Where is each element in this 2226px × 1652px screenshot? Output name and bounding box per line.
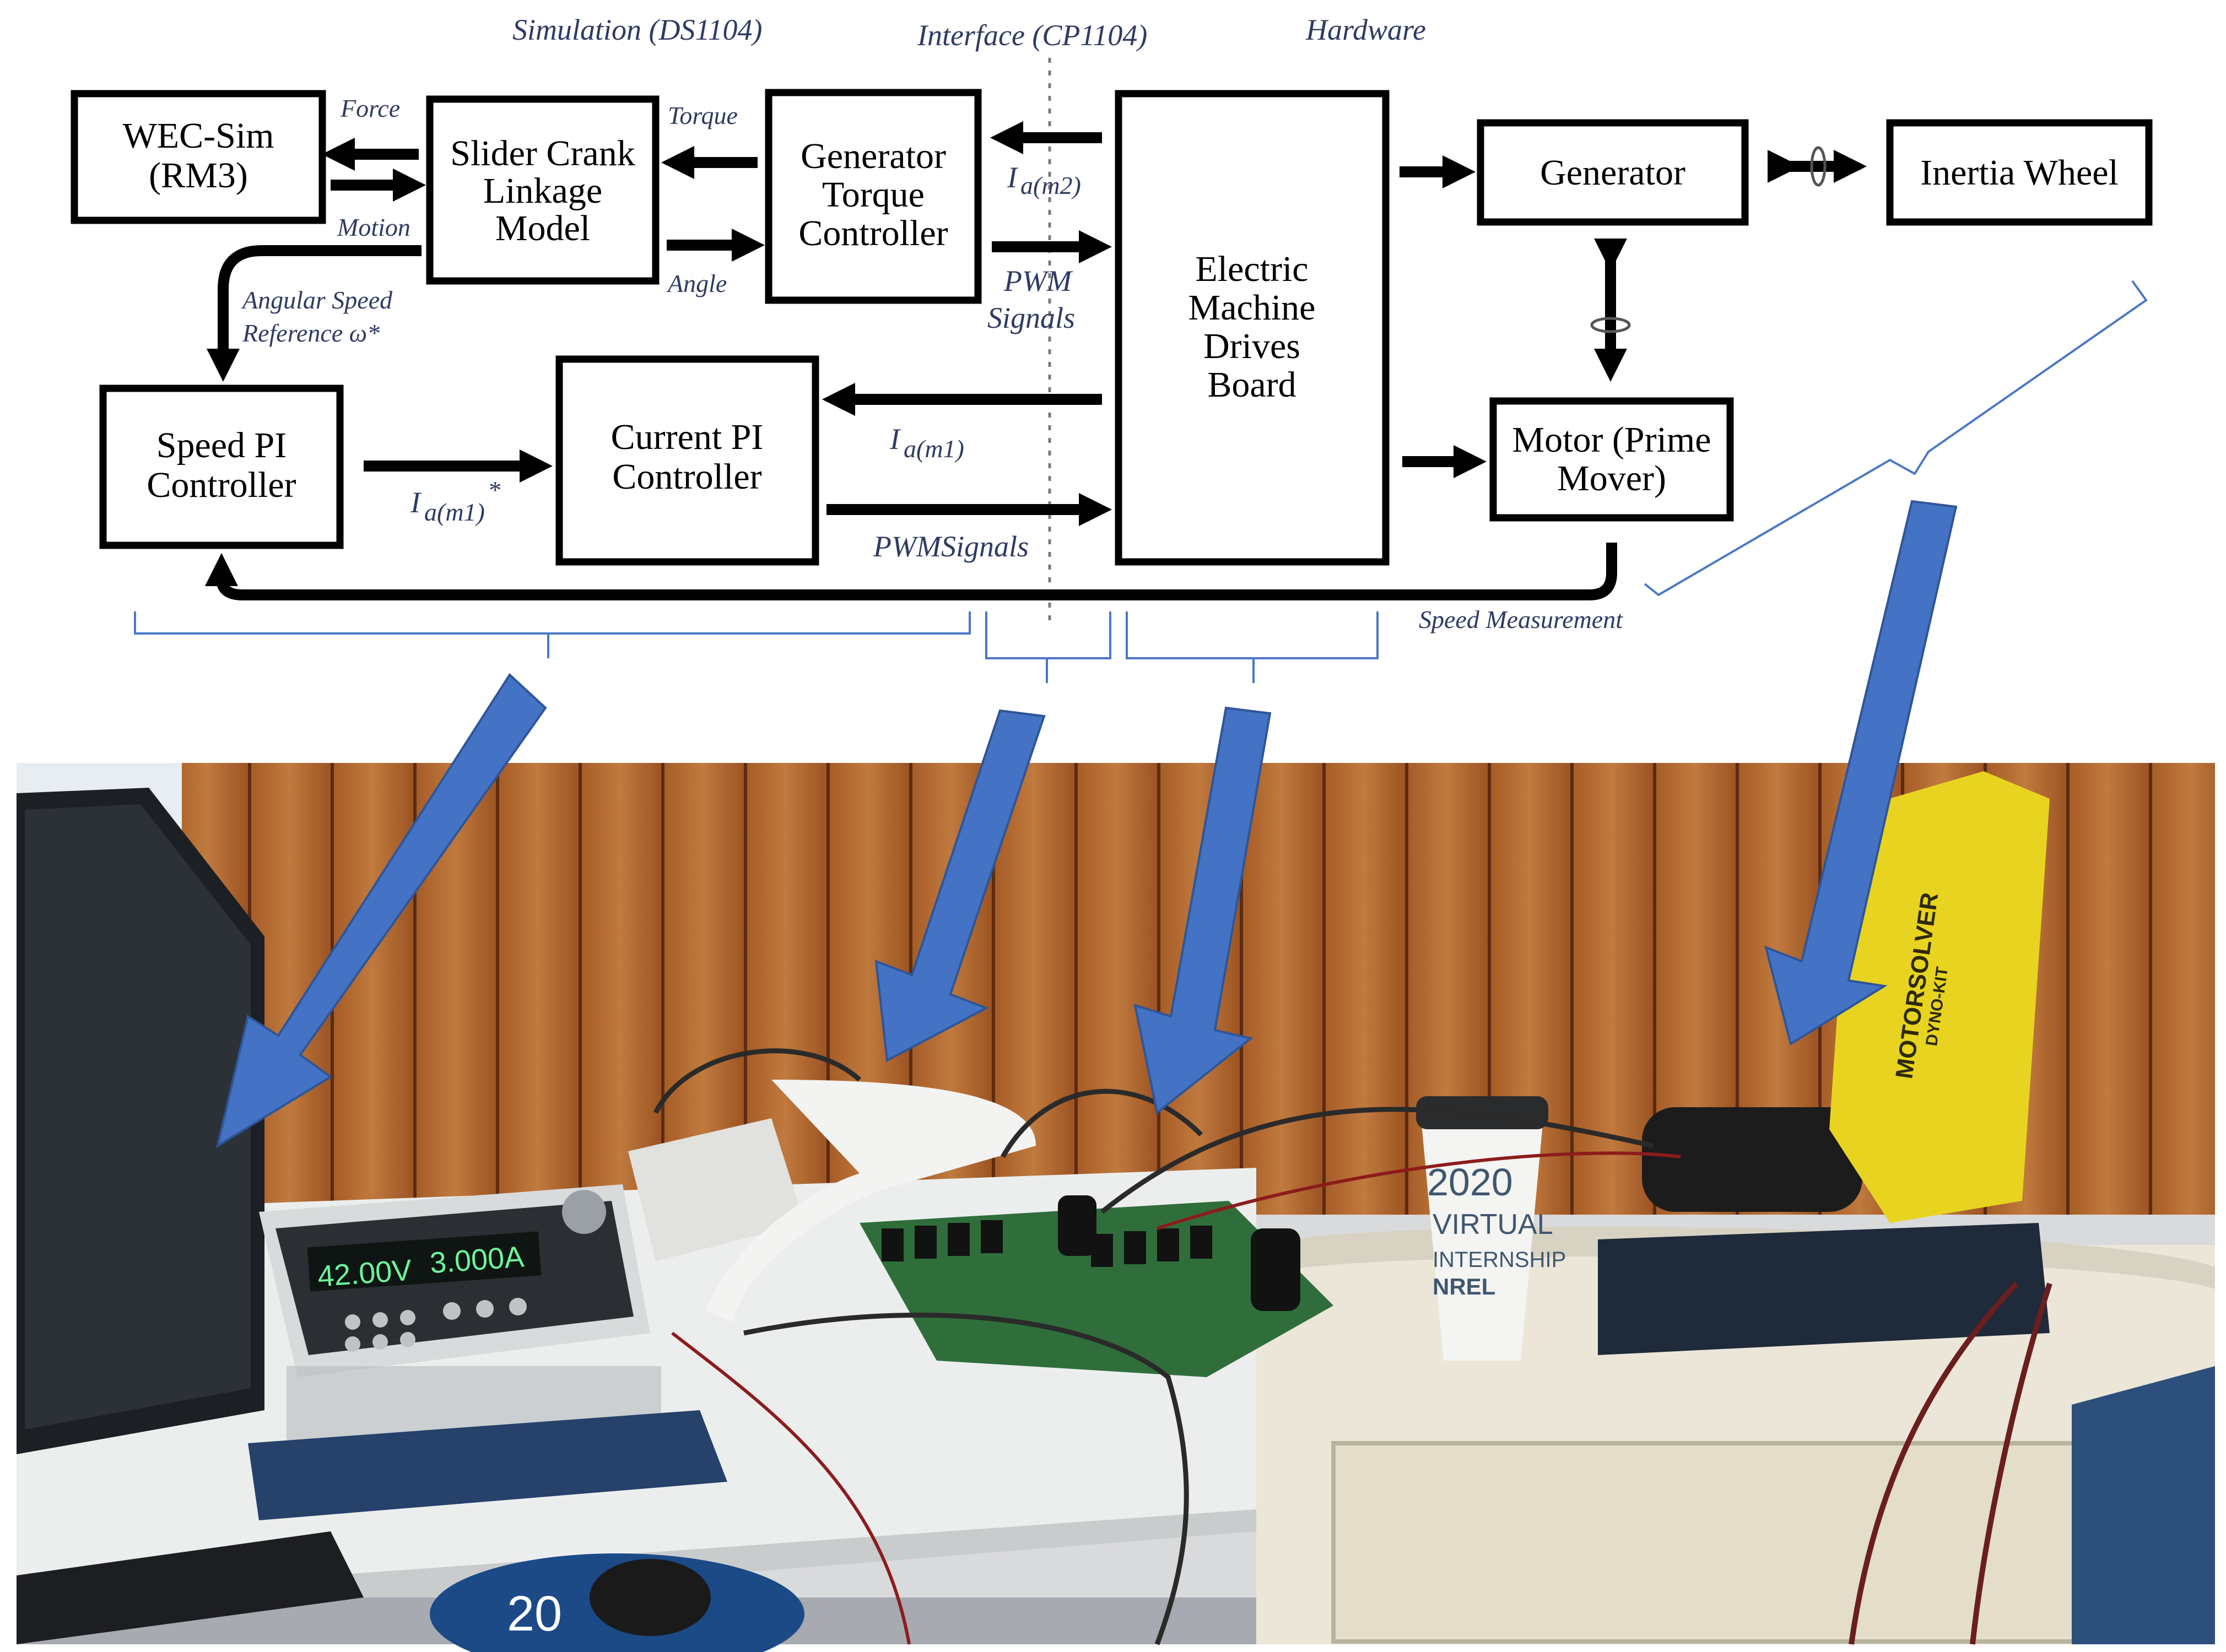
pointer-to-drives-board [1133,706,1272,1115]
slider-crank-line-1: Slider Crank [450,133,635,174]
label-speed-measurement: Speed Measurement [1419,605,1623,633]
block-current-pi: Current PI Controller [555,355,819,566]
brace-interface [985,611,1111,683]
speed-pi-line-1: Speed PI [156,425,287,465]
label-pwm-top-1: PWM [1003,264,1073,297]
pointer-to-interface-box [874,709,1046,1063]
slider-crank-line-3: Model [495,208,590,248]
ia-ref-sub: a(m1) [424,498,485,526]
supply-current: 3.000A [429,1240,525,1280]
brace-hardware-board [1126,611,1379,683]
ia-ref-sup: * [488,476,500,504]
current-pi-line-1: Current PI [611,417,764,457]
drives-line-1: Electric [1195,249,1308,289]
ia-m1-main: I [889,423,901,456]
diagram-background [0,0,2226,763]
monitor-screen [25,804,251,1429]
label-angle: Angle [666,269,727,297]
label-ia-m2: I a(m2) [1007,161,1081,199]
cup-text-2: INTERNSHIP [1433,1248,1566,1272]
gen-torque-line-3: Controller [798,213,948,253]
section-hardware: Hardware [1305,13,1426,46]
block-motor: Motor (Prime Mover) [1489,397,1734,522]
label-pwm-top-2: Signals [987,301,1075,334]
wec-sim-line-2: (RM3) [149,155,248,196]
power-supply-display [307,1231,542,1292]
lab-setup-photo: 42.00V 3.000A 2020 VIRTUAL INTERNSHIP NR… [17,763,2215,1652]
mouse [590,1559,711,1636]
gen-torque-line-1: Generator [801,136,946,176]
wec-sim-line-1: WEC-Sim [123,116,274,156]
section-simulation: Simulation (DS1104) [512,13,762,46]
block-generator: Generator [1477,119,1749,226]
block-speed-pi: Speed PI Controller [99,384,344,549]
block-slider-crank: Slider Crank Linkage Model [426,95,660,285]
shaft-ring-horizontal [1810,146,1827,187]
label-pwm-bottom: PWMSignals [873,530,1029,563]
label-force: Force [340,94,400,122]
power-supply-buttons [345,1190,606,1352]
cup-text-year: 2020 [1427,1161,1513,1204]
gen-torque-line-2: Torque [822,175,925,215]
dyno-base [1598,1223,2050,1355]
inertia-wheel-label: Inertia Wheel [1920,153,2119,193]
blue-mat [248,1410,727,1520]
ia-m2-sub: a(m2) [1020,171,1081,199]
drives-line-4: Board [1207,365,1296,405]
dyno-motor [1642,1107,1862,1212]
label-angular-speed-1: Angular Speed [241,286,393,314]
mousepad-text: 20 [507,1586,562,1642]
motor-line-1: Motor (Prime [1512,420,1711,460]
cup-text-1: VIRTUAL [1433,1209,1553,1241]
brace-simulation [134,611,971,658]
breakout-box [628,1118,804,1261]
label-torque: Torque [668,101,738,129]
coffee-cup [1422,1124,1543,1361]
board-components [882,1195,1300,1311]
pointer-to-monitor [215,673,547,1149]
ia-ref-main: I [410,486,422,519]
arrow-speed-measurement [205,543,1617,600]
current-pi-line-2: Controller [612,457,761,497]
generator-label: Generator [1540,153,1685,193]
section-interface: Interface (CP1104) [917,19,1147,52]
ribbon-cable [705,1080,1036,1322]
pointer-arrows [215,500,1958,1149]
cables [653,1048,1654,1645]
label-ia-m1-ref: I a(m1) * [410,476,500,526]
slider-crank-line-2: Linkage [483,171,602,211]
dyno-yellow-guard [1829,771,2050,1223]
drives-line-2: Machine [1188,288,1316,328]
block-wec-sim: WEC-Sim (RM3) [71,90,326,224]
multimeter [2072,1366,2215,1644]
drives-line-3: Drives [1203,326,1300,366]
brace-hardware-machines [1644,280,2148,597]
label-motion: Motion [337,213,410,241]
ia-m1-sub: a(m1) [904,435,964,463]
drives-board [860,1201,1333,1377]
block-generator-torque-controller: Generator Torque Controller [765,89,982,304]
block-inertia-wheel: Inertia Wheel [1886,119,2153,226]
shaft-ring-vertical [1590,317,1631,333]
cup-text-3: NREL [1433,1274,1495,1299]
motor-line-2: Mover) [1557,458,1666,499]
supply-voltage: 42.00V [316,1254,413,1293]
block-drives-board: Electric Machine Drives Board [1115,90,1390,566]
keyboard [17,1531,364,1644]
ia-m2-main: I [1007,161,1019,194]
red-wires [671,1151,1681,1645]
pointer-to-dyno [1764,500,1958,1046]
speed-pi-line-2: Controller [147,465,296,505]
arrow-angular-speed-ref [207,245,422,382]
label-angular-speed-2: Reference ω* [242,319,380,347]
signal-flows [205,121,1867,600]
label-ia-m1: I a(m1) [889,423,964,463]
test-leads [1849,1281,2052,1645]
section-braces [134,280,2148,683]
